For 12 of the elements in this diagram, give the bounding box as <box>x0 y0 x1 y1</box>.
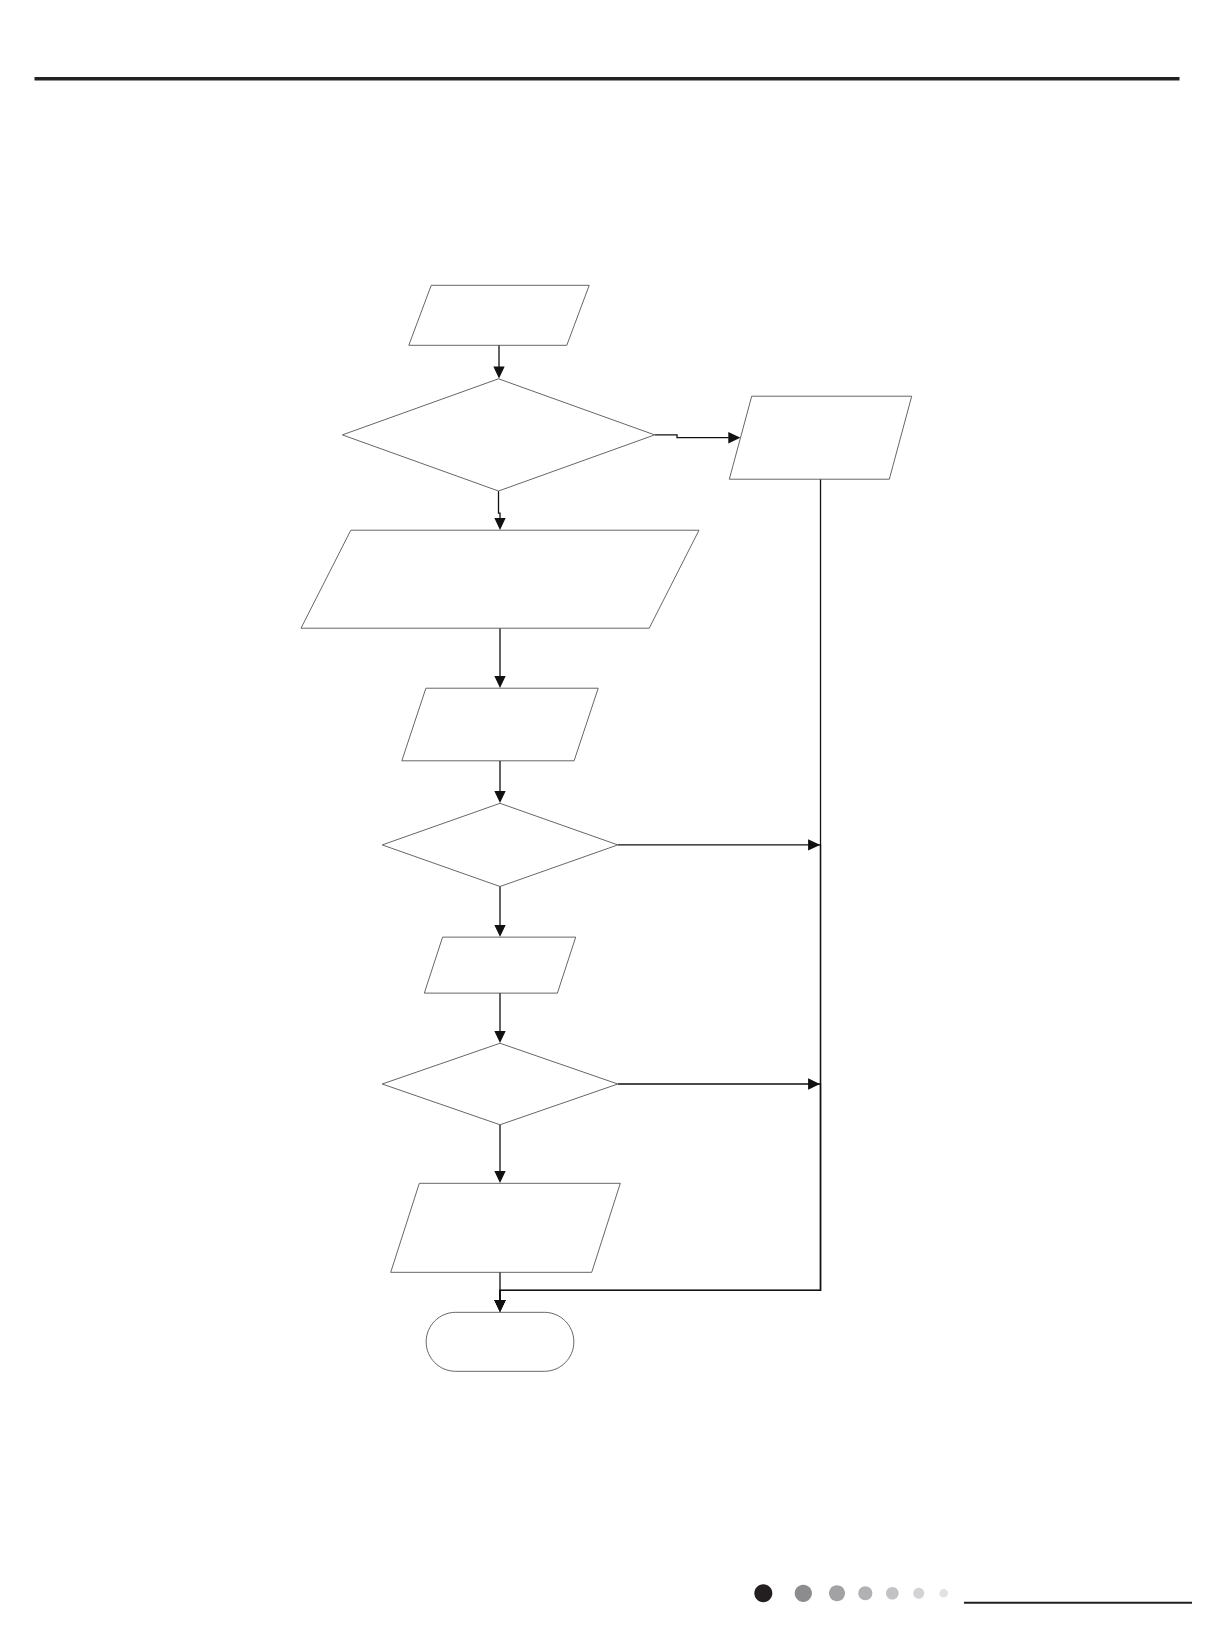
arrow <box>494 992 506 1043</box>
decision-diamond <box>341 378 656 492</box>
parallelogram <box>728 395 913 480</box>
decision-diamond <box>381 802 619 887</box>
parallelogram <box>401 687 599 762</box>
arrow <box>494 490 506 530</box>
arrow <box>494 627 506 688</box>
decision-diamond <box>381 1042 619 1126</box>
parallelogram <box>408 284 590 346</box>
parallelogram <box>390 1182 621 1273</box>
parallelogram <box>423 936 577 994</box>
parallelogram <box>300 529 700 629</box>
